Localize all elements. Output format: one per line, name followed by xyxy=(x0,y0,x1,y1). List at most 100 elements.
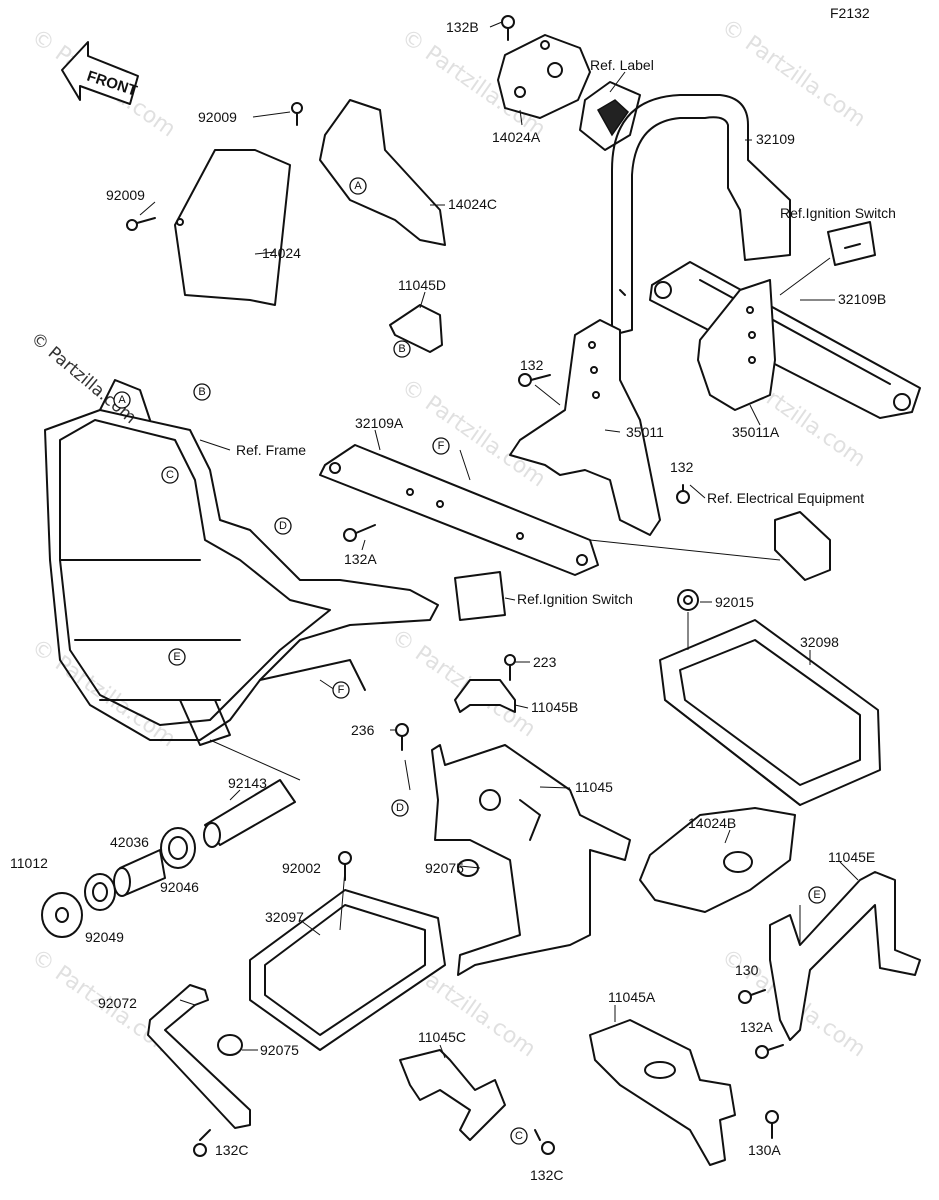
nut-92015 xyxy=(677,589,699,611)
watermarks: © Partzilla.com © Partzilla.com © Partzi… xyxy=(27,14,870,1062)
svg-text:E: E xyxy=(173,651,180,663)
bolt-130 xyxy=(738,989,766,1004)
label-32098: 32098 xyxy=(800,634,839,650)
callout-F-frame: F xyxy=(332,681,350,699)
label-32109B: 32109B xyxy=(838,291,886,307)
side-cover-14024 xyxy=(174,149,291,306)
bracket-11045A xyxy=(589,1019,736,1166)
cover-14024A xyxy=(497,34,591,119)
plate-35011A xyxy=(697,279,776,411)
watermark: © Partzilla.com xyxy=(717,14,870,132)
ref-ignition-switch-mid: Ref.Ignition Switch xyxy=(517,591,633,607)
label-130A: 130A xyxy=(748,1142,781,1158)
callouts: A A B B C C D D E E F F xyxy=(113,177,826,1145)
label-35011: 35011 xyxy=(626,424,664,440)
label-92009-a: 92009 xyxy=(198,109,237,125)
label-92015: 92015 xyxy=(715,594,754,610)
label-236: 236 xyxy=(351,722,375,738)
callout-B-bracket: B xyxy=(393,340,411,358)
cover-14024B xyxy=(639,807,796,913)
plate-35011 xyxy=(509,319,661,536)
figure-code: F2132 xyxy=(830,5,870,21)
label-92072: 92072 xyxy=(98,995,137,1011)
label-35011A: 35011A xyxy=(732,424,780,440)
collar-42036 xyxy=(113,849,166,897)
callout-C-bolt: C xyxy=(510,1127,528,1145)
svg-text:F: F xyxy=(338,684,345,696)
label-11045C: 11045C xyxy=(418,1029,466,1045)
label-132-lower: 132 xyxy=(670,459,694,475)
motorcycle-frame xyxy=(44,379,439,746)
callout-A-cover: A xyxy=(349,177,367,195)
bolt-223 xyxy=(504,654,516,681)
label-14024A: 14024A xyxy=(492,129,541,145)
bracket-11045C xyxy=(399,1049,506,1141)
watermark: © Partzilla.com xyxy=(27,634,180,752)
label-11045D: 11045D xyxy=(398,277,446,293)
bracket-11045 xyxy=(431,744,631,976)
label-132-upper: 132 xyxy=(520,357,544,373)
bolt-236 xyxy=(395,723,409,751)
label-132B: 132B xyxy=(446,19,479,35)
part-labels: 132B 14024A 32109 92009 14024C 92009 140… xyxy=(10,19,886,1183)
svg-text:F: F xyxy=(438,440,445,452)
label-132C-left: 132C xyxy=(215,1142,248,1158)
label-92143: 92143 xyxy=(228,775,267,791)
svg-text:C: C xyxy=(515,1130,523,1142)
label-132C-mid: 132C xyxy=(530,1167,563,1183)
bolt-130A xyxy=(765,1110,779,1139)
callout-A-frame: A xyxy=(113,391,131,409)
bolt-132C-mid xyxy=(534,1129,555,1155)
bracket-11045B xyxy=(454,679,516,713)
bolt-132A-low xyxy=(755,1044,784,1059)
watermark-dark: © Partzilla.com xyxy=(27,329,140,429)
label-11045: 11045 xyxy=(575,779,613,795)
svg-text:E: E xyxy=(813,889,820,901)
bearing-92046 xyxy=(160,827,196,869)
callout-D-frame: D xyxy=(274,517,292,535)
cap-11012 xyxy=(41,892,83,938)
seal-92049 xyxy=(84,873,116,911)
bolt-132-lower xyxy=(676,484,690,504)
reference-labels: Ref. Label Ref.Ignition Switch Ref. Fram… xyxy=(236,57,896,607)
label-92075-b: 92075 xyxy=(260,1042,299,1058)
label-92009-b: 92009 xyxy=(106,187,145,203)
ref-label: Ref. Label xyxy=(590,57,654,73)
label-92002: 92002 xyxy=(282,860,321,876)
tool-tray-32097 xyxy=(249,889,446,1051)
label-92046: 92046 xyxy=(160,879,199,895)
grommet-92075-b xyxy=(217,1034,243,1056)
svg-text:C: C xyxy=(166,469,174,481)
ref-electrical-equipment: Ref. Electrical Equipment xyxy=(707,490,864,506)
battery-tray-32098 xyxy=(659,619,881,806)
ref-ignition-switch-top: Ref.Ignition Switch xyxy=(780,205,896,221)
callout-C-frame: C xyxy=(161,466,179,484)
callout-E-bracket: E xyxy=(808,886,826,904)
grab-bar-32109 xyxy=(611,94,791,336)
leader-lines xyxy=(139,21,859,1059)
label-92049: 92049 xyxy=(85,929,124,945)
bracket-11045E xyxy=(769,871,921,1041)
bracket-11045D xyxy=(389,304,443,353)
bracket-92072 xyxy=(147,984,251,1129)
bolt-132-upper xyxy=(518,373,551,387)
label-132A-low: 132A xyxy=(740,1019,773,1035)
svg-text:D: D xyxy=(279,520,287,532)
label-32109A: 32109A xyxy=(355,415,404,431)
ignition-switch-mid xyxy=(454,571,506,621)
label-11045B: 11045B xyxy=(531,699,578,715)
callout-D-bracket: D xyxy=(391,799,409,817)
side-cover-14024C xyxy=(319,99,446,246)
label-14024C: 14024C xyxy=(448,196,497,212)
callout-B-frame: B xyxy=(193,383,211,401)
label-92075-a: 92075 xyxy=(425,860,464,876)
label-132A-mid: 132A xyxy=(344,551,377,567)
label-130: 130 xyxy=(735,962,759,978)
label-11012: 11012 xyxy=(10,855,48,871)
bracket-32109A xyxy=(319,444,599,576)
callout-F-bracket: F xyxy=(432,437,450,455)
label-11045A: 11045A xyxy=(608,989,656,1005)
bolt-132C-left xyxy=(193,1129,211,1157)
